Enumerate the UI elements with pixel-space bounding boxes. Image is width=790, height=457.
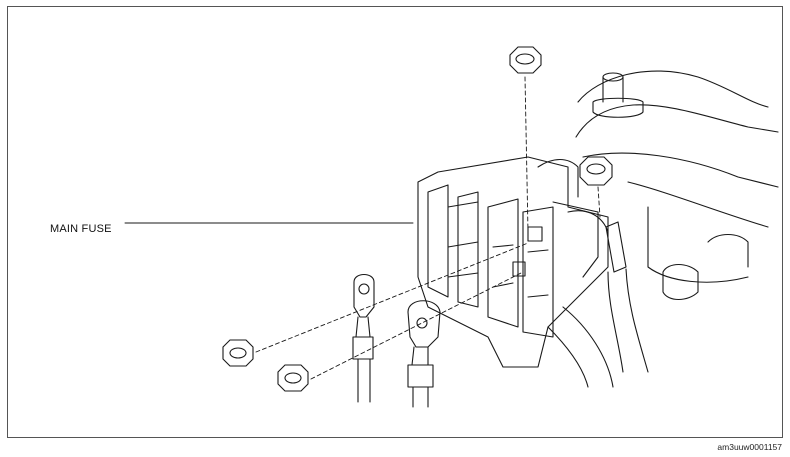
diagram-frame: MAIN FUSE [7,6,783,438]
alignment-dashed-lines [255,242,529,380]
main-fuse-block [417,156,609,368]
terminal-post [592,72,644,118]
right-nut [579,156,613,186]
positive-cable [547,221,649,388]
main-fuse-callout-label: MAIN FUSE [50,223,112,235]
figure-id: am3uuw0001157 [717,442,782,452]
ring-terminal-left [352,273,375,403]
ring-terminal-right [407,300,441,408]
top-nut-dashed-line [524,76,529,233]
battery-body-outline [575,70,779,301]
right-nut-dashed-line [597,186,601,218]
lower-nut-1 [222,339,254,367]
lower-nut-2 [277,364,309,392]
exploded-view-drawing [124,46,779,408]
top-nut [509,46,542,74]
